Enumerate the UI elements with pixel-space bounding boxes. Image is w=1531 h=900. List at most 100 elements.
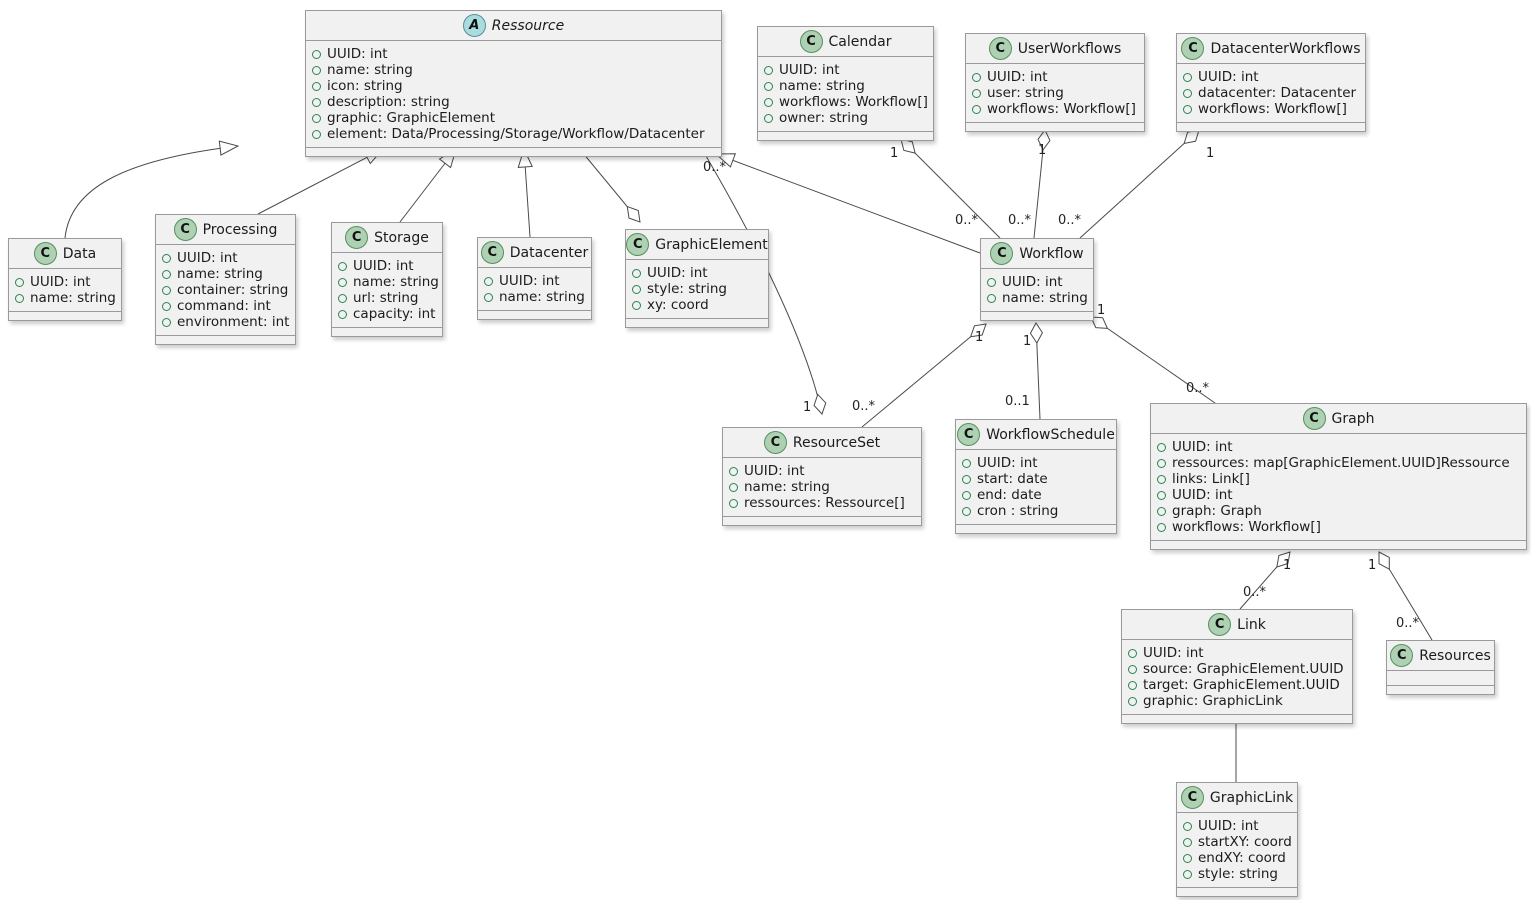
attribute-text: UUID: int xyxy=(499,273,560,289)
methods-compartment xyxy=(723,516,921,525)
multiplicity-label: 0..* xyxy=(1186,381,1210,396)
methods-compartment xyxy=(758,131,933,140)
attribute: name: string xyxy=(987,290,1088,306)
attribute-text: UUID: int xyxy=(779,62,840,78)
attribute: startXY: coord xyxy=(1183,834,1292,850)
attribute-text: ressources: Ressource[] xyxy=(744,495,905,511)
attribute: workflows: Workflow[] xyxy=(1183,101,1357,117)
class-data: C Data UUID: int name: string xyxy=(8,238,122,321)
class-header: C Resources xyxy=(1387,641,1494,671)
class-icon: C xyxy=(33,242,57,265)
field-visibility-icon xyxy=(729,498,738,508)
multiplicity-label: 1 xyxy=(803,400,812,415)
class-icon: C xyxy=(1302,407,1326,430)
methods-compartment xyxy=(1151,540,1526,549)
attribute-text: end: date xyxy=(977,487,1042,503)
field-visibility-icon xyxy=(1157,442,1166,452)
attribute: UUID: int xyxy=(1183,69,1357,85)
class-processing: C Processing UUID: int name: string cont… xyxy=(155,214,296,345)
field-visibility-icon xyxy=(484,292,493,302)
field-visibility-icon xyxy=(1128,696,1137,706)
attribute-text: owner: string xyxy=(779,110,869,126)
attribute-text: url: string xyxy=(353,290,419,306)
field-visibility-icon xyxy=(764,97,773,107)
multiplicity-label: 1 xyxy=(1206,146,1215,161)
attribute: name: string xyxy=(484,289,585,305)
field-visibility-icon xyxy=(15,277,24,287)
attribute-text: user: string xyxy=(987,85,1064,101)
class-header: C Graph xyxy=(1151,404,1526,434)
attribute-text: xy: coord xyxy=(647,297,709,313)
methods-compartment xyxy=(981,311,1093,320)
multiplicity-label: 0..* xyxy=(703,160,727,175)
field-visibility-icon xyxy=(312,81,321,91)
field-visibility-icon xyxy=(1183,821,1192,831)
attribute-text: UUID: int xyxy=(327,46,388,62)
attribute: graphic: GraphicLink xyxy=(1128,693,1344,709)
class-icon: C xyxy=(763,431,787,454)
methods-compartment xyxy=(1177,887,1297,896)
class-resources: C Resources xyxy=(1386,640,1495,695)
class-header: C Storage xyxy=(332,223,442,253)
field-visibility-icon xyxy=(987,277,996,287)
field-visibility-icon xyxy=(1157,490,1166,500)
class-header: C Datacenter xyxy=(478,238,591,268)
attribute: name: string xyxy=(338,274,439,290)
attribute-text: name: string xyxy=(1002,290,1088,306)
attribute-list: UUID: int name: string xyxy=(9,269,121,311)
attribute: container: string xyxy=(162,282,288,298)
multiplicity-label: 1 xyxy=(890,146,899,161)
class-header: C WorkflowSchedule xyxy=(956,420,1116,450)
attribute: UUID: int xyxy=(312,46,713,62)
methods-compartment xyxy=(306,147,721,156)
class-title: UserWorkflows xyxy=(1017,40,1122,57)
attribute-text: start: date xyxy=(977,471,1048,487)
attribute-text: UUID: int xyxy=(1198,818,1259,834)
attribute-text: icon: string xyxy=(327,78,403,94)
attribute: name: string xyxy=(162,266,287,282)
attribute: command: int xyxy=(162,298,287,314)
field-visibility-icon xyxy=(312,65,321,75)
attribute-list: UUID: int name: string workflows: Workfl… xyxy=(758,57,933,131)
edge-resourceset-ressource-aggregation xyxy=(705,155,827,415)
class-header: C UserWorkflows xyxy=(966,34,1144,64)
class-userworkflows: C UserWorkflows UUID: int user: string w… xyxy=(965,33,1145,132)
edge-calendar-workflow-aggregation xyxy=(900,138,1001,239)
attribute-text: name: string xyxy=(177,266,263,282)
attribute-text: name: string xyxy=(30,290,116,306)
attribute: style: string xyxy=(632,281,760,297)
attribute: source: GraphicElement.UUID xyxy=(1128,661,1344,677)
methods-compartment xyxy=(1177,122,1365,131)
class-icon: C xyxy=(988,37,1012,60)
attribute: name: string xyxy=(15,290,116,306)
attribute: endXY: coord xyxy=(1183,850,1289,866)
attribute: graphic: GraphicElement xyxy=(312,110,713,126)
field-visibility-icon xyxy=(962,474,971,484)
attribute: name: string xyxy=(764,78,925,94)
attribute-list: UUID: int name: string container: string… xyxy=(156,245,295,335)
attribute-text: capacity: int xyxy=(353,306,436,322)
edge-data-ressource-generalization xyxy=(64,146,238,239)
class-header: C GraphicLink xyxy=(1177,783,1297,813)
class-title: Datacenter xyxy=(509,244,589,261)
multiplicity-label: 0..1 xyxy=(1005,394,1030,409)
attribute: ressources: Ressource[] xyxy=(729,495,913,511)
edge-processing-ressource-generalization xyxy=(257,149,383,215)
attribute-list: UUID: int name: string ressources: Resso… xyxy=(723,458,921,516)
field-visibility-icon xyxy=(1128,648,1137,658)
attribute: UUID: int xyxy=(1157,439,1518,455)
field-visibility-icon xyxy=(162,301,171,311)
attribute: workflows: Workflow[] xyxy=(1157,519,1518,535)
class-header: C Data xyxy=(9,239,121,269)
multiplicity-label: 0..* xyxy=(852,399,876,414)
attribute: icon: string xyxy=(312,78,713,94)
field-visibility-icon xyxy=(972,72,981,82)
field-visibility-icon xyxy=(1183,72,1192,82)
edge-workflow-resourceset-aggregation xyxy=(861,323,987,428)
field-visibility-icon xyxy=(632,300,641,310)
multiplicity-label: 1 xyxy=(1038,143,1047,158)
class-title: Processing xyxy=(202,221,278,238)
field-visibility-icon xyxy=(338,261,347,271)
methods-compartment xyxy=(478,310,591,319)
edge-ressource-graphicelement-aggregation xyxy=(577,146,641,223)
